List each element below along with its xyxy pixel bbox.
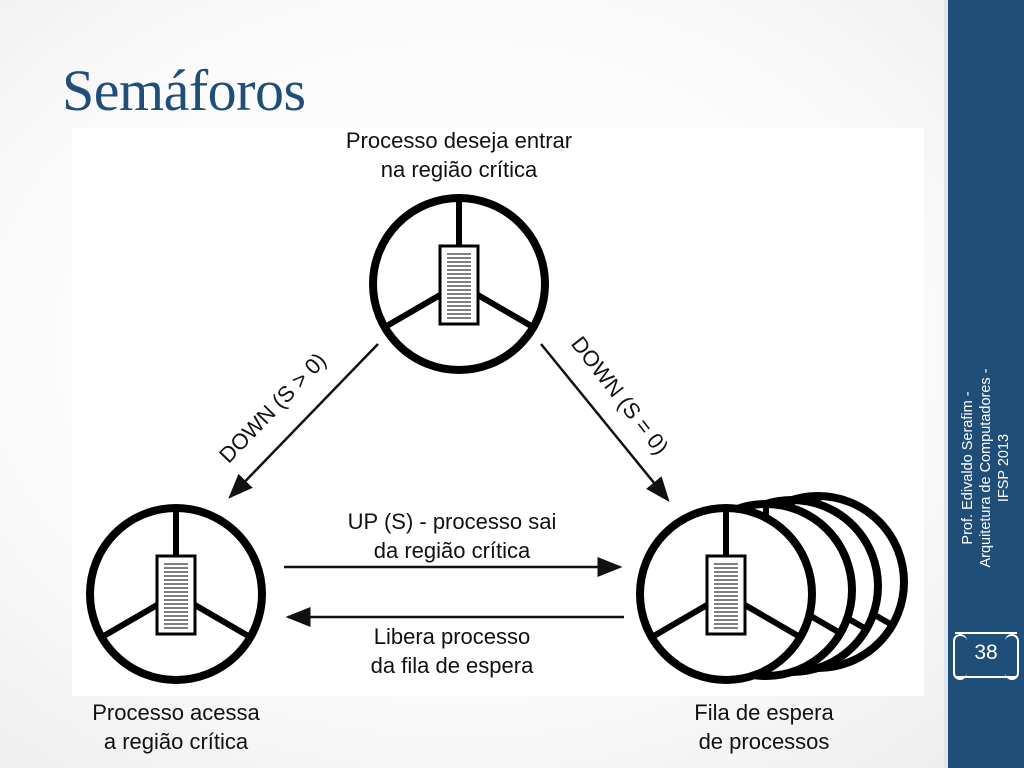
footer-course: Arquitetura de Computadores -	[978, 368, 994, 568]
down-right-arrow	[540, 343, 670, 502]
top-process-wheel	[373, 198, 545, 370]
badge-right-bracket	[1005, 634, 1019, 680]
slide-title: Semáforos	[62, 58, 306, 123]
page-number: 38	[974, 641, 998, 664]
top-label-line-2: na região crítica	[380, 157, 538, 182]
document-icon	[705, 554, 747, 636]
up-label-line-1: UP (S) - processo sai	[347, 509, 557, 534]
bottom-right-line-1: Fila de espera	[694, 700, 834, 725]
queue-front-wheel	[640, 508, 812, 680]
bottom-left-label: Processo acessa a região crítica	[56, 698, 296, 756]
release-label-line-1: Libera processo	[373, 624, 531, 649]
release-label: Libera processo da fila de espera	[292, 622, 612, 680]
bottom-left-line-1: Processo acessa	[92, 700, 260, 725]
badge-left-bracket	[953, 634, 967, 680]
up-label: UP (S) - processo sai da região crítica	[292, 507, 612, 565]
document-icon	[155, 554, 197, 636]
document-icon	[438, 244, 480, 326]
footer-credit: Prof. Edivaldo Serafim - Arquitetura de …	[959, 343, 1013, 593]
bottom-left-line-2: a região crítica	[103, 729, 249, 754]
down-left-label: DOWN (S > 0)	[214, 348, 331, 468]
page-number-badge	[953, 632, 1019, 680]
up-label-line-2: da região crítica	[373, 538, 531, 563]
footer-year: IFSP 2013	[996, 433, 1012, 503]
release-label-line-2: da fila de espera	[370, 653, 534, 678]
sidebar-divider	[944, 0, 948, 768]
bottom-right-label: Fila de espera de processos	[654, 698, 874, 756]
top-label: Processo deseja entrar na região crítica	[299, 126, 619, 184]
footer-author: Prof. Edivaldo Serafim -	[960, 391, 976, 545]
down-left-arrow	[228, 343, 379, 499]
bottom-right-line-2: de processos	[698, 729, 830, 754]
queue-wheels	[640, 496, 904, 680]
top-label-line-1: Processo deseja entrar	[345, 128, 573, 153]
critical-region-wheel	[90, 508, 262, 680]
